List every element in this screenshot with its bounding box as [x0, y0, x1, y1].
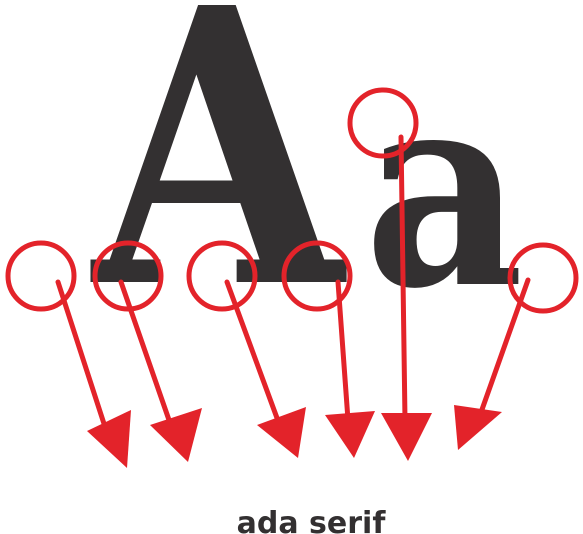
- arrow-head-3: [257, 407, 306, 458]
- caption: ada serif: [237, 506, 387, 534]
- arrow-shafts: [55, 134, 531, 436]
- arrow-shaft-1: [55, 279, 110, 436]
- arrow-shaft-6: [476, 277, 531, 421]
- serif-circle-1: [5, 240, 77, 312]
- arrow-head-2: [150, 408, 202, 462]
- serif-circle-6: [507, 242, 579, 314]
- serif-circle-4: [281, 240, 353, 312]
- letter-uppercase-a: A: [88, 0, 350, 372]
- arrow-shaft-4: [335, 279, 351, 423]
- arrow-heads: [87, 405, 502, 468]
- arrow-head-1: [87, 410, 131, 468]
- arrow-shaft-5: [398, 134, 408, 423]
- letter-lowercase-a: a: [364, 30, 524, 348]
- serif-circle-3: [186, 240, 258, 312]
- arrow-shaft-2: [118, 279, 172, 423]
- arrow-head-6: [454, 405, 502, 450]
- arrow-shaft-3: [224, 279, 280, 421]
- arrow-head-5: [381, 413, 432, 461]
- serif-circle-5: [347, 87, 419, 159]
- arrow-head-4: [325, 411, 375, 458]
